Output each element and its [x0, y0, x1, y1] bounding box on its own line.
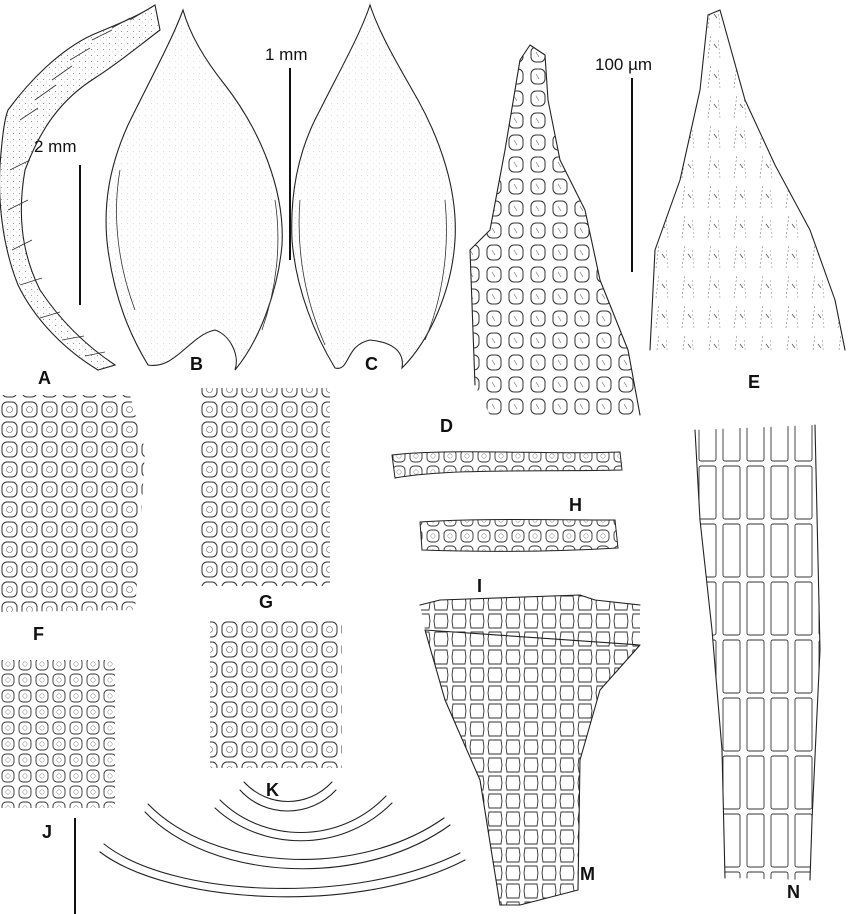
panel-label-i: I	[477, 576, 482, 596]
cell-areolation-j	[0, 660, 115, 808]
panel-label-b: B	[190, 354, 203, 374]
leaf-cross-sections	[99, 781, 466, 898]
panel-label-g: G	[259, 592, 273, 612]
cell-areolation-k	[210, 618, 342, 768]
panel-label-a: A	[38, 368, 51, 388]
scale-label-1mm: 1 mm	[265, 45, 308, 64]
leaf-illustration-b	[105, 8, 283, 371]
scale-bar-100um: 100 µm	[595, 55, 652, 272]
scale-bar-1mm: 1 mm	[265, 45, 308, 260]
scale-label-100um: 100 µm	[595, 55, 652, 74]
leaf-illustration-c	[291, 3, 456, 370]
panel-label-n: N	[787, 882, 800, 902]
leaf-apex-cells-d	[469, 44, 641, 416]
panel-label-m: M	[580, 864, 595, 884]
cell-areolation-g	[200, 388, 330, 586]
panel-label-d: D	[440, 416, 453, 436]
panel-label-f: F	[33, 624, 44, 644]
panel-label-j: J	[42, 822, 52, 842]
cell-row-i	[419, 519, 619, 552]
shoot-illustration-a	[0, 4, 161, 371]
scale-label-2mm: 2 mm	[34, 137, 77, 156]
elongate-cells-n	[694, 424, 821, 881]
panel-label-k: K	[266, 780, 279, 800]
leaf-apex-surface-e	[649, 9, 846, 351]
panel-label-e: E	[748, 372, 760, 392]
scale-bar-2mm: 2 mm	[34, 137, 81, 305]
leaf-base-cells-m	[419, 594, 641, 906]
panel-label-h: H	[569, 495, 582, 515]
cell-areolation-f	[0, 395, 145, 612]
cell-row-h	[391, 451, 623, 479]
panel-label-c: C	[365, 354, 378, 374]
